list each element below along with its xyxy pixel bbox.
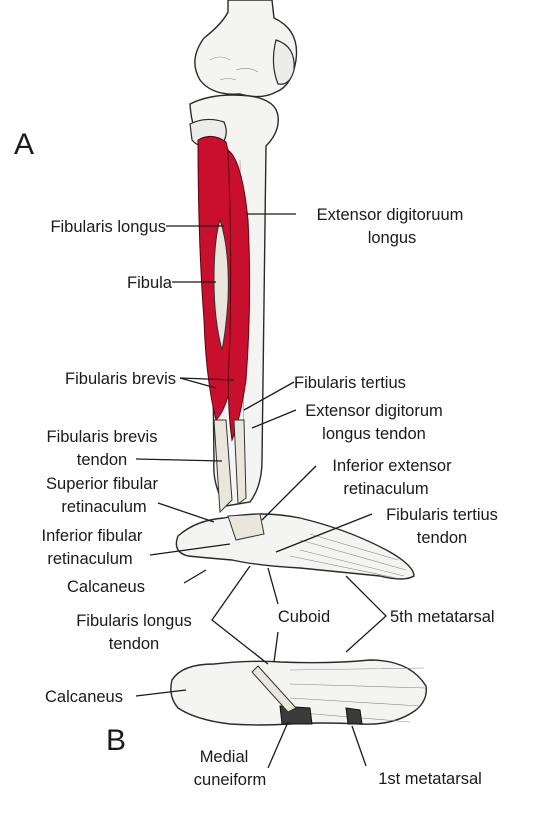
- label-fibularis-longus-tendon-2: tendon: [109, 635, 159, 653]
- label-extensor-digitoruum-longus-2: longus: [368, 229, 417, 247]
- label-extensor-digitorum-longus-tendon-1: Extensor digitorum: [305, 402, 443, 420]
- label-extensor-digitorum-longus-tendon-2: longus tendon: [322, 425, 426, 443]
- label-superior-fibular-retinaculum-2: retinaculum: [61, 498, 146, 516]
- label-fibularis-tertius-tendon-1: Fibularis tertius: [386, 506, 498, 524]
- label-first-metatarsal: 1st metatarsal: [378, 770, 482, 788]
- label-fibularis-brevis: Fibularis brevis: [65, 370, 176, 388]
- foot-b: [170, 659, 427, 726]
- foot-a: [175, 513, 415, 580]
- label-fifth-metatarsal: 5th metatarsal: [390, 608, 495, 626]
- label-fibularis-tertius-tendon-2: tendon: [417, 529, 467, 547]
- lateral-muscles: [197, 136, 251, 442]
- label-fibula: Fibula: [127, 274, 173, 292]
- labels-left: Fibularis longus Fibula Fibularis brevis…: [42, 218, 192, 706]
- label-inferior-fibular-retinaculum-2: retinaculum: [47, 550, 132, 568]
- label-medial-cuneiform-2: cuneiform: [194, 771, 266, 789]
- label-fibularis-brevis-tendon-2: tendon: [77, 451, 127, 469]
- label-calcaneus-a: Calcaneus: [67, 578, 145, 596]
- label-superior-fibular-retinaculum-1: Superior fibular: [46, 475, 158, 493]
- panel-label-b: B: [106, 724, 126, 757]
- label-fibularis-tertius: Fibularis tertius: [294, 374, 406, 392]
- label-fibularis-longus-tendon-1: Fibularis longus: [76, 612, 192, 630]
- label-medial-cuneiform-1: Medial: [200, 748, 249, 766]
- label-inferior-extensor-retinaculum-2: retinaculum: [343, 480, 428, 498]
- label-inferior-extensor-retinaculum-1: Inferior extensor: [332, 457, 452, 475]
- label-cuboid: Cuboid: [278, 608, 330, 626]
- femur-knee: [194, 0, 298, 98]
- label-extensor-digitoruum-longus-1: Extensor digitoruum: [317, 206, 464, 224]
- label-fibularis-brevis-tendon-1: Fibularis brevis: [47, 428, 158, 446]
- label-fibularis-longus: Fibularis longus: [50, 218, 166, 236]
- label-inferior-fibular-retinaculum-1: Inferior fibular: [42, 527, 143, 545]
- panel-label-a: A: [14, 128, 34, 161]
- labels-right: Extensor digitoruum longus Fibularis ter…: [194, 206, 498, 789]
- ankle-tendons: [213, 419, 247, 514]
- leader-lines: [135, 213, 387, 769]
- label-calcaneus-b: Calcaneus: [45, 688, 123, 706]
